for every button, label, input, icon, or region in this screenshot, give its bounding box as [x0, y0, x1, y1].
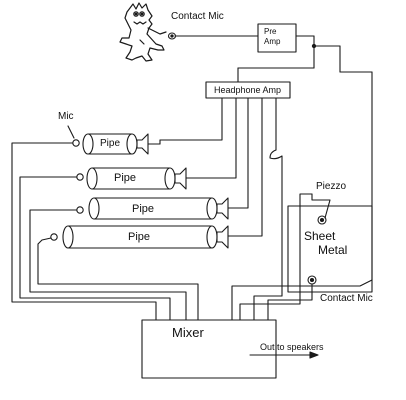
speaker-3-icon — [216, 197, 229, 220]
contact-mic-bottom-label: Contact Mic — [320, 293, 373, 304]
mixer-label: Mixer — [172, 325, 204, 340]
piezzo-label: Piezzo — [316, 181, 347, 192]
pre-amp-box — [257, 23, 297, 53]
pipe-3 — [88, 197, 231, 220]
contact-mic-top-icon — [167, 32, 259, 40]
pipe-4 — [62, 225, 231, 249]
out-arrow-icon — [249, 351, 319, 359]
mixer-box — [141, 319, 277, 379]
monster-icon — [119, 2, 167, 62]
pre-amp-label-line2: Amp — [264, 37, 281, 46]
mic-icons — [11, 125, 199, 321]
pipe-2-label: Pipe — [114, 172, 137, 184]
out-to-speakers-label: Out to speakers — [260, 342, 324, 352]
sheet-metal-box — [287, 205, 373, 293]
sheet-metal-label-line2: Metal — [318, 243, 348, 257]
headphone-amp-label: Headphone Amp — [214, 85, 282, 95]
pipe-4-label: Pipe — [128, 231, 151, 243]
speaker-4-icon — [216, 225, 229, 249]
contact-mic-bottom-icon — [307, 275, 317, 285]
pipe-2 — [86, 167, 187, 190]
sheet-metal-label-line1: Sheet — [304, 229, 336, 243]
pre-amp-label-line1: Pre — [264, 27, 277, 36]
pipe-1-label: Pipe — [100, 138, 121, 149]
mic-label: Mic — [58, 111, 74, 122]
speaker-1-icon — [136, 133, 149, 155]
pipe-3-label: Pipe — [132, 203, 155, 215]
speaker-2-icon — [174, 167, 187, 190]
piezzo-icon — [311, 193, 331, 225]
contact-mic-top-label: Contact Mic — [171, 11, 224, 22]
pipe-1 — [82, 133, 161, 155]
